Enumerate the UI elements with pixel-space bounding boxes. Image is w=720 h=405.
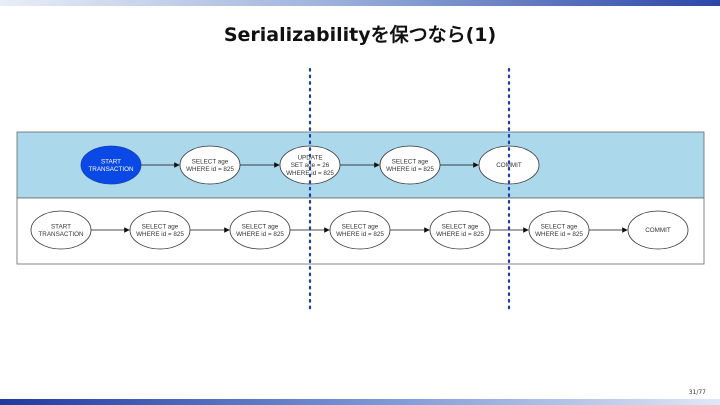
step-label: WHERE id = 825 [286, 170, 334, 177]
slide-title: Serializabilityを保つなら(1) [223, 24, 497, 46]
step-label: START [101, 158, 121, 165]
page-number: 31/77 [688, 389, 706, 396]
step-ellipse [229, 210, 291, 250]
step-ellipse [429, 210, 491, 250]
top-accent-bar [0, 0, 720, 6]
step-label: COMMIT [645, 227, 671, 234]
step-ellipse [379, 145, 441, 185]
step-label: TRANSACTION [88, 166, 134, 173]
step-label: SELECT age [541, 223, 578, 230]
step-ellipse [279, 145, 341, 185]
step-ellipse [478, 145, 540, 185]
step-ellipse [528, 210, 590, 250]
step-label: WHERE id = 825 [386, 166, 434, 173]
step-ellipse [627, 210, 689, 250]
step-label: SELECT age [142, 223, 179, 230]
step-label: WHERE id = 825 [535, 231, 583, 238]
bottom-accent-bar [0, 399, 720, 405]
step-label: SELECT age [392, 158, 429, 165]
step-ellipse [179, 145, 241, 185]
step-label: WHERE id = 825 [436, 231, 484, 238]
step-ellipse [30, 210, 92, 250]
step-label: WHERE id = 825 [186, 166, 234, 173]
step-label: COMMIT [496, 162, 522, 169]
step-ellipse [80, 145, 142, 185]
step-label: SET age = 26 [291, 162, 330, 169]
step-label: SELECT age [342, 223, 379, 230]
transaction-step-node: COMMIT [627, 210, 689, 250]
step-label: WHERE id = 825 [236, 231, 284, 238]
step-label: WHERE id = 825 [336, 231, 384, 238]
step-label: SELECT age [242, 223, 279, 230]
step-ellipse [129, 210, 191, 250]
step-ellipse [329, 210, 391, 250]
transaction-step-node: COMMIT [478, 145, 540, 185]
step-label: SELECT age [192, 158, 229, 165]
step-label: START [51, 223, 71, 230]
step-label: WHERE id = 825 [136, 231, 184, 238]
step-label: TRANSACTION [38, 231, 84, 238]
step-label: SELECT age [442, 223, 479, 230]
step-label: UPDATE [297, 155, 322, 162]
